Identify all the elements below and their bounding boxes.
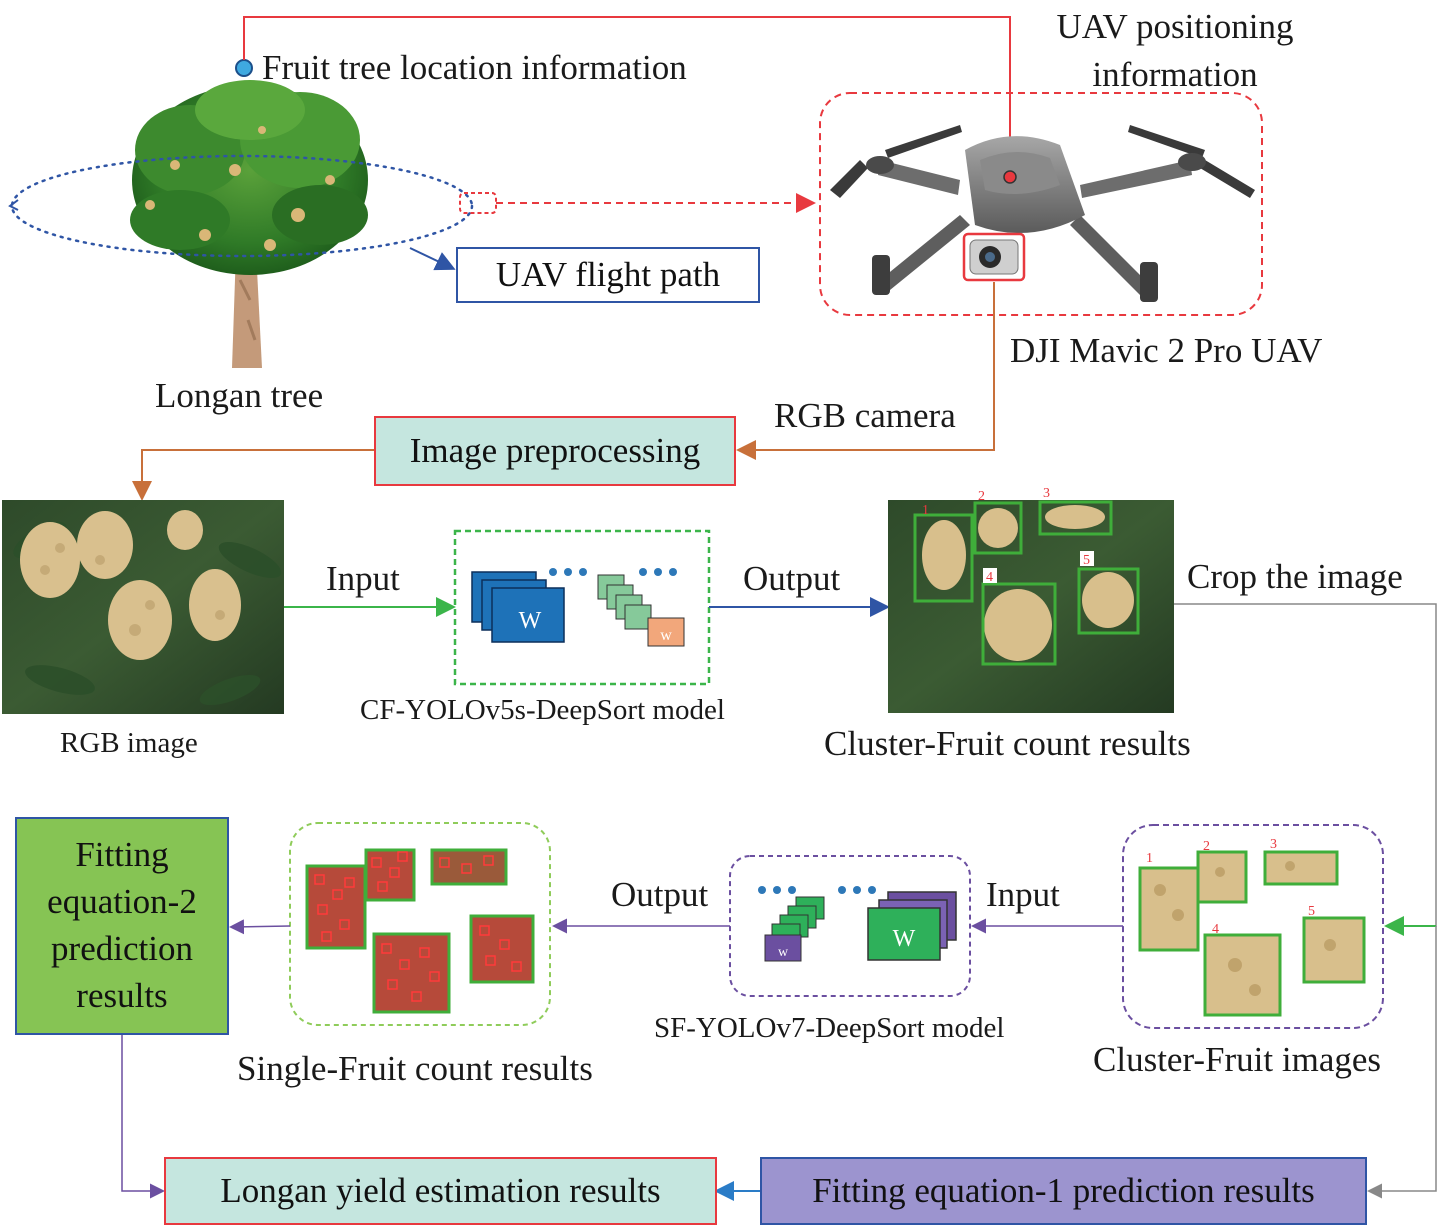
cluster-count-photo [888,500,1174,713]
rgb-image-label: RGB image [60,727,198,759]
fitting-eq2-label: Fitting equation-2 prediction results [47,835,197,1015]
cluster-count-results-label: Cluster-Fruit count results [824,724,1191,763]
crop-number-3: 3 [1270,837,1277,852]
single-count-crops [305,848,535,1014]
output-label-2: Output [611,875,709,914]
input-label-2: Input [986,875,1060,914]
sf-model-icon: w W [758,886,957,962]
sf-model-label: SF-YOLOv7-DeepSort model [654,1012,1005,1044]
cf-model-icon: W w [471,568,685,647]
cf-model-glyph-large: W [519,608,542,634]
yield-results-label: Longan yield estimation results [220,1171,661,1211]
uav-flight-path-box: UAV flight path [456,247,760,303]
output-label-1: Output [743,559,841,598]
sf-model-glyph-large: W [893,926,916,952]
crop-number-2: 2 [1203,839,1210,854]
box-number-5: 5 [1083,553,1090,568]
image-preprocessing-label: Image preprocessing [409,431,701,471]
fitting-eq2-box: Fitting equation-2 prediction results [15,817,229,1035]
drone-dashed-frame [819,92,1263,316]
single-to-eq2-arrow [229,919,291,935]
dji-uav-label: DJI Mavic 2 Pro UAV [1010,331,1323,370]
flight-path-arrow [409,247,456,271]
rgb-image-photo [2,500,284,714]
crop-number-4: 4 [1212,922,1219,937]
cluster-images-numbers: 1 2 3 4 5 [1146,837,1315,937]
fruit-tree-location-label: Fruit tree location information [262,48,687,87]
crop-number-5: 5 [1308,904,1315,919]
flight-path-ellipse [10,154,474,258]
fitting-eq1-box: Fitting equation-1 prediction results [760,1157,1367,1225]
box-number-4: 4 [986,570,993,585]
uav-flight-path-label: UAV flight path [495,255,721,295]
drone-illustration [830,125,1255,302]
cf-model-label: CF-YOLOv5s-DeepSort model [360,694,725,726]
sf-model-glyph-small: w [778,945,789,960]
rgb-camera-label: RGB camera [774,396,956,435]
box-number-2: 2 [978,489,985,504]
eq2-to-yield-connector [121,1034,165,1199]
location-dot [235,59,253,77]
fitting-eq1-label: Fitting equation-1 prediction results [812,1171,1315,1211]
camera-highlight [962,232,1026,282]
single-count-frame [289,822,551,1026]
yield-results-box: Longan yield estimation results [164,1157,717,1225]
cf-model-glyph-small: w [660,627,672,644]
box-number-3: 3 [1043,486,1050,501]
cluster-count-numbers: 1 2 3 4 5 [922,486,1094,585]
single-count-results-label: Single-Fruit count results [237,1049,593,1088]
uav-positioning-label: UAV positioning information [1056,7,1294,95]
preprocess-connector [132,449,375,501]
cluster-to-eq1-connector [1367,926,1437,1199]
longan-tree-illustration [130,80,368,368]
uav-on-path-marker [459,192,497,214]
image-preprocessing-box: Image preprocessing [374,416,736,486]
crop-number-1: 1 [1146,851,1153,866]
cluster-images-crops [1138,850,1366,1017]
longan-tree-label: Longan tree [155,376,324,415]
camera-connector [736,282,995,460]
box-number-1: 1 [922,503,929,518]
input-label-1: Input [326,559,400,598]
cluster-images-label: Cluster-Fruit images [1093,1040,1382,1079]
crop-image-label: Crop the image [1187,557,1403,596]
